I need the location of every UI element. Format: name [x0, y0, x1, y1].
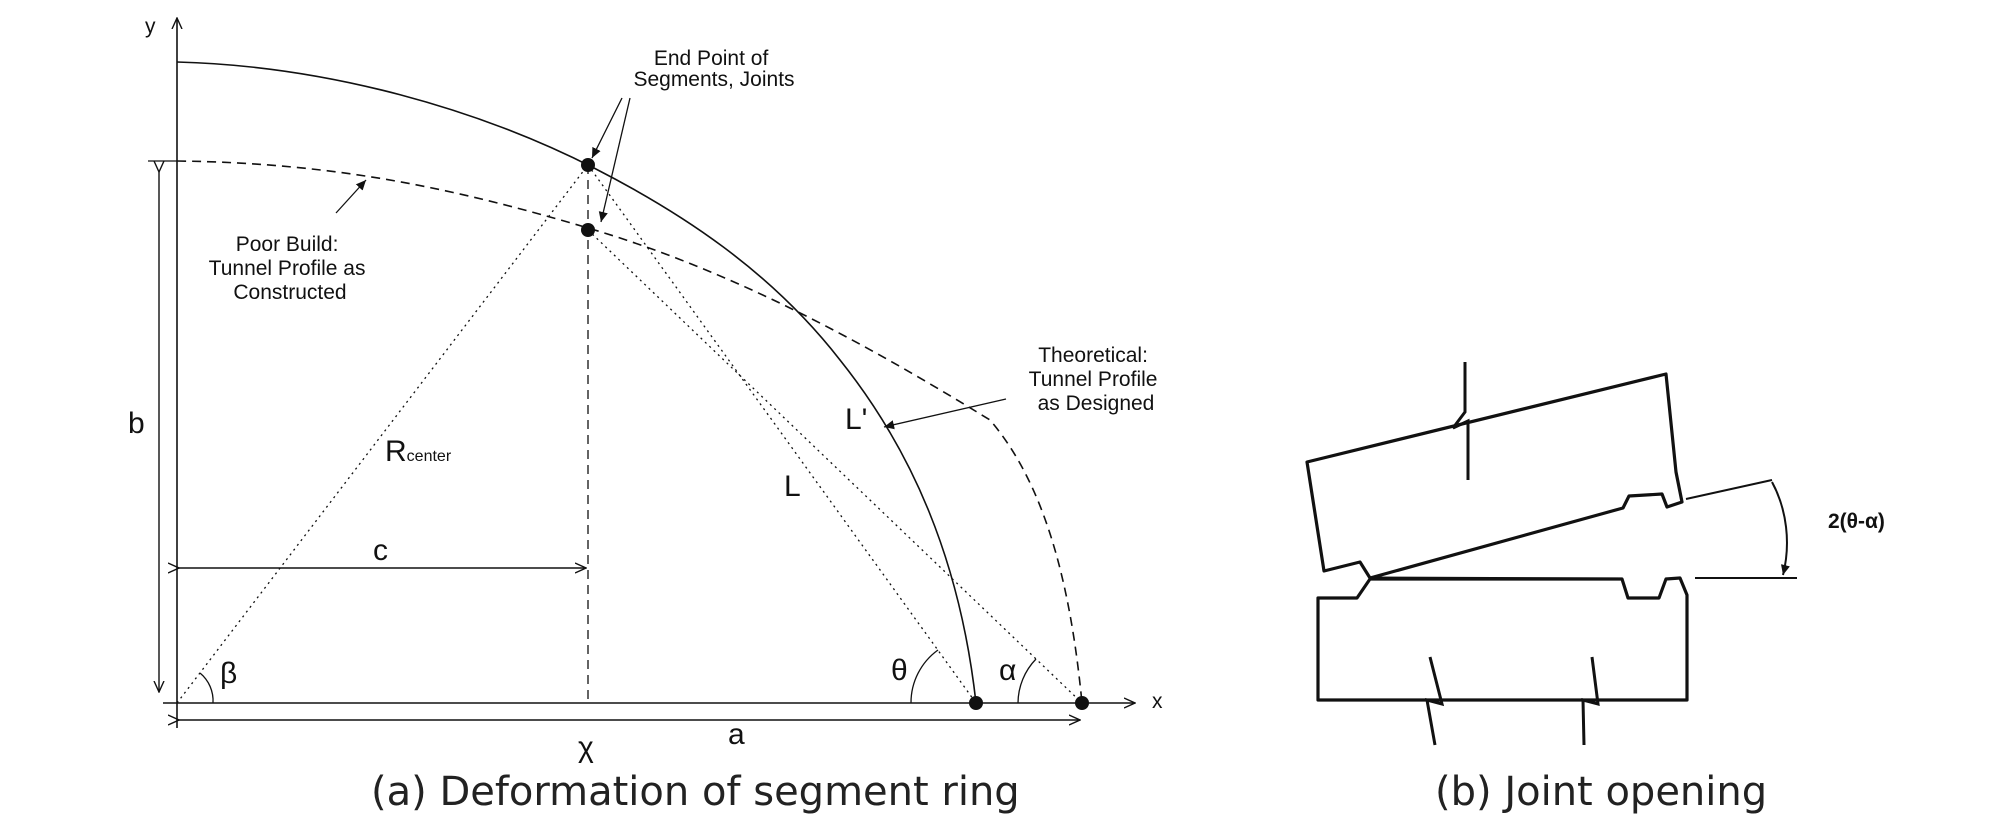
r-center-line	[176, 164, 589, 704]
constructed-profile-curve	[176, 160, 1083, 704]
dimension-a-label: a	[728, 718, 745, 751]
y-axis-label: y	[145, 15, 156, 38]
theta-arc	[910, 649, 939, 704]
panel-b-joint-opening-diagram: 2(θ-α) (b) Joint opening	[1305, 362, 1885, 815]
end-point-leader-2	[598, 97, 631, 223]
L-label: L	[784, 470, 801, 503]
caption-b: (b) Joint opening	[1435, 769, 1767, 815]
opening-reference-inclined	[1685, 479, 1773, 500]
joint-point-constructed	[581, 223, 595, 237]
theoretical-profile-curve	[176, 61, 977, 704]
dimension-b-label: b	[128, 407, 145, 440]
end-point-theta	[969, 696, 983, 710]
beta-label: β	[220, 657, 237, 690]
beta-arc	[199, 672, 214, 704]
theoretical-leader	[883, 398, 1007, 430]
end-point-annotation: End Point of Segments, Joints	[633, 47, 794, 91]
lower-segment-break-mark-2	[1581, 656, 1600, 746]
end-point-leader-1	[591, 97, 623, 159]
caption-a: (a) Deformation of segment ring	[371, 769, 1020, 815]
theoretical-annotation: Theoretical: Tunnel Profile as Designed	[1029, 344, 1164, 415]
alpha-arc	[1017, 658, 1037, 704]
lower-segment-outline	[1316, 576, 1689, 702]
opening-angle-arc	[1771, 481, 1790, 576]
dimension-c-label: c	[373, 534, 388, 567]
upper-segment-outline	[1305, 372, 1684, 580]
opening-angle-label: 2(θ-α)	[1828, 510, 1885, 533]
joint-contact-line	[1369, 576, 1623, 581]
x-axis-label: x	[1152, 690, 1163, 713]
L-prime-label: L'	[845, 403, 867, 436]
joint-point-theoretical	[581, 158, 595, 172]
panel-a-deformation-diagram: x y b c a χ Rcenter L L'	[128, 15, 1163, 815]
lower-segment-break-mark-1	[1425, 656, 1445, 746]
upper-segment-break-mark	[1451, 362, 1470, 480]
poor-build-annotation: Poor Build: Tunnel Profile as Constructe…	[209, 233, 372, 304]
end-point-alpha	[1075, 696, 1089, 710]
chi-label: χ	[578, 731, 594, 764]
chord-L-line	[587, 164, 977, 704]
chord-L-prime-line	[587, 229, 1083, 704]
r-center-label: Rcenter	[385, 435, 452, 468]
alpha-label: α	[999, 654, 1016, 687]
poor-build-leader	[335, 179, 367, 214]
theta-label: θ	[891, 654, 908, 687]
